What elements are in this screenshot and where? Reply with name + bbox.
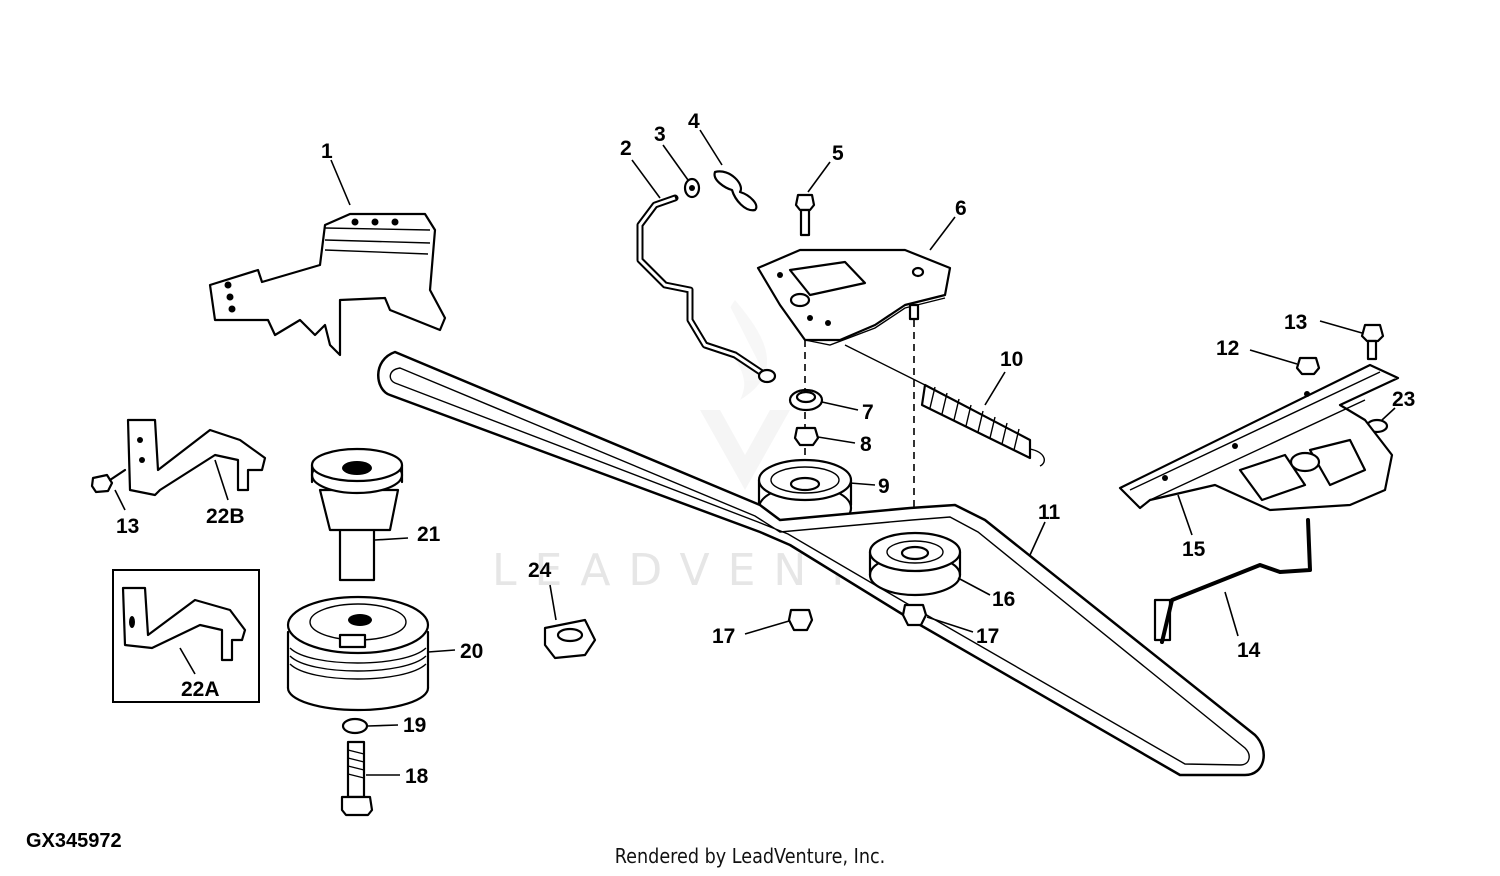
callout-3: 3 <box>654 123 666 146</box>
part-8-nut <box>793 426 820 447</box>
callout-2: 2 <box>620 137 632 160</box>
callout-21: 21 <box>417 523 441 546</box>
callout-7: 7 <box>862 401 874 424</box>
part-22a-frame <box>112 569 260 703</box>
callout-8: 8 <box>860 433 872 456</box>
callout-14: 14 <box>1237 639 1261 662</box>
part-17-nut-left <box>787 608 814 632</box>
part-21-pulley-shaft <box>310 447 404 582</box>
part-14-rod <box>1153 518 1312 644</box>
part-20-clutch <box>286 595 430 712</box>
part-10-spring <box>844 344 1045 467</box>
part-18-bolt <box>340 740 374 817</box>
part-12-nut <box>1295 356 1321 376</box>
callout-6: 6 <box>955 197 967 220</box>
callout-11: 11 <box>1038 501 1061 524</box>
callout-13-right: 13 <box>1284 311 1307 334</box>
part-13-bolt-left <box>90 468 127 494</box>
credit-text: Rendered by LeadVenture, Inc. <box>614 844 886 868</box>
callout-18: 18 <box>405 765 429 788</box>
callout-17-left: 17 <box>712 625 735 648</box>
part-16-pulley <box>868 531 962 597</box>
part-22b-bracket <box>126 418 267 497</box>
callout-19: 19 <box>403 714 426 737</box>
callouts: 1 2 3 4 5 6 7 8 9 10 11 12 13 23 15 14 1… <box>116 110 1415 788</box>
callout-16: 16 <box>992 588 1015 611</box>
callout-1: 1 <box>321 140 333 163</box>
figure-id: GX345972 <box>26 830 122 852</box>
part-17-nut-right <box>901 603 928 627</box>
part-4-clip <box>713 170 758 212</box>
part-13-bolt-right <box>1360 323 1385 361</box>
part-6-idler-plate <box>756 248 952 346</box>
callout-4: 4 <box>688 110 700 133</box>
part-1-bracket <box>208 212 447 357</box>
part-9-idler-pulley <box>757 458 853 532</box>
callout-12: 12 <box>1216 337 1239 360</box>
part-19-washer <box>341 717 369 735</box>
callout-10: 10 <box>1000 348 1023 371</box>
leader-lines <box>114 129 1396 776</box>
part-5-bolt <box>794 193 816 237</box>
part-2-rod <box>636 194 777 384</box>
callout-23: 23 <box>1392 388 1415 411</box>
callout-13-left: 13 <box>116 515 139 538</box>
callout-5: 5 <box>832 142 844 165</box>
callout-17-right: 17 <box>976 625 999 648</box>
callout-15: 15 <box>1182 538 1206 561</box>
callout-20: 20 <box>460 640 483 663</box>
part-7-bushing <box>788 388 824 412</box>
callout-9: 9 <box>878 475 890 498</box>
callout-22a: 22A <box>181 678 220 701</box>
callout-24: 24 <box>528 559 552 582</box>
part-11-belt <box>377 350 1265 777</box>
callout-22b: 22B <box>206 505 245 528</box>
part-24-grommet <box>543 618 597 660</box>
part-15-plate-bracket <box>1118 363 1400 512</box>
